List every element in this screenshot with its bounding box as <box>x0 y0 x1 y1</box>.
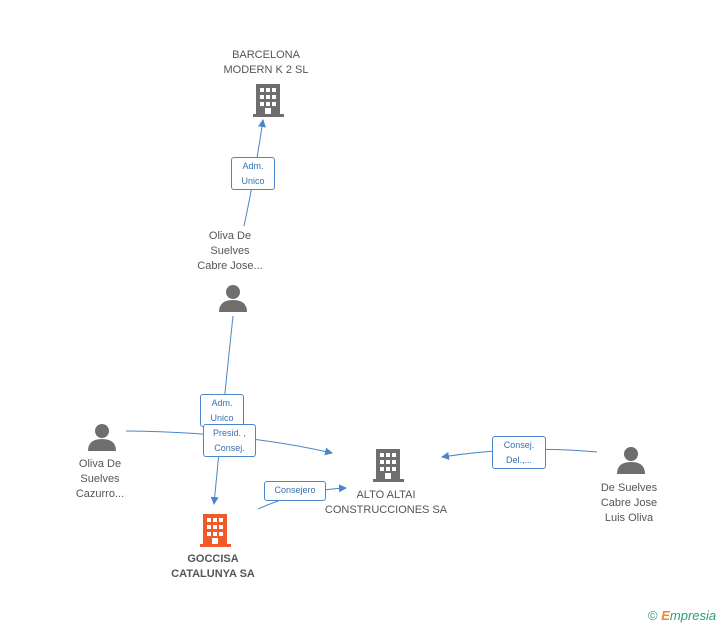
brand-initial: E <box>661 608 670 623</box>
person-icon[interactable] <box>88 424 116 451</box>
copyright-symbol: © <box>648 608 658 623</box>
brand-text: mpresia <box>669 608 717 623</box>
node-label-barcelona[interactable]: BARCELONA MODERN K 2 SL <box>223 49 309 76</box>
person-icon[interactable] <box>617 447 645 474</box>
node-label-oliva-cabre[interactable]: Oliva De Suelves Cabre Jose... <box>197 230 263 272</box>
node-label-alto-altai[interactable]: ALTO ALTAI CONSTRUCCIONES SA <box>324 489 448 516</box>
node-label-goccisa[interactable]: GOCCISA CATALUNYA SA <box>171 553 255 580</box>
node-label-oliva-cazurro[interactable]: Oliva De Suelves Cazurro... <box>75 458 125 500</box>
edge-label-adm-unico[interactable]: Adm. Unico <box>200 394 244 427</box>
building-icon[interactable] <box>253 84 284 117</box>
building-icon[interactable] <box>373 449 404 482</box>
building-icon[interactable] <box>200 514 231 547</box>
person-icon[interactable] <box>219 285 247 312</box>
node-label-de-suelves[interactable]: De Suelves Cabre Jose Luis Oliva <box>600 482 658 524</box>
edge-label-consejero[interactable]: Consejero <box>264 481 326 501</box>
edge-label-presid-consej[interactable]: Presid. , Consej. <box>203 424 256 457</box>
edge-label-consej-del[interactable]: Consej. Del.,... <box>492 436 546 469</box>
edge-label-adm-unico[interactable]: Adm. Unico <box>231 157 275 190</box>
empresia-watermark: © Empresia <box>648 608 716 623</box>
